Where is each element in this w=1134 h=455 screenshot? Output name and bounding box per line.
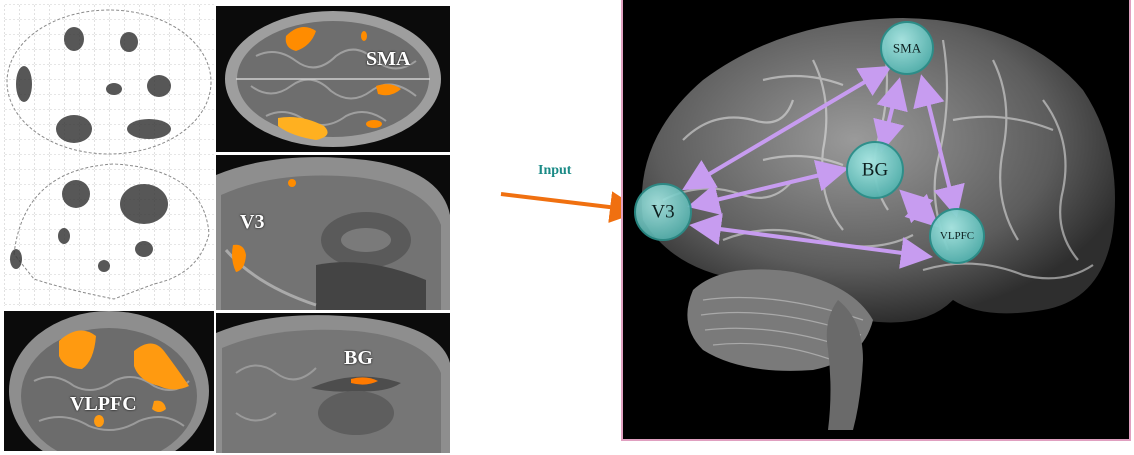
glass-brain-panel bbox=[4, 4, 214, 306]
node-label-v3: V3 bbox=[651, 202, 674, 223]
bg-label: BG bbox=[344, 347, 373, 370]
node-vlpfc: VLPFC bbox=[930, 209, 984, 263]
coronal-mri-graphic bbox=[4, 311, 214, 451]
sagittal-mri-graphic-2 bbox=[216, 313, 450, 453]
axial-mri-panel: SMA bbox=[216, 6, 450, 152]
node-label-sma: SMA bbox=[893, 41, 922, 56]
node-v3: V3 bbox=[635, 184, 691, 240]
brain-network-graphic: SMA BG V3 VLPFC bbox=[623, 0, 1131, 441]
v3-label: V3 bbox=[240, 211, 264, 234]
glass-brain-graphic bbox=[4, 4, 214, 306]
input-label: Input bbox=[538, 163, 571, 179]
node-label-bg: BG bbox=[862, 160, 889, 181]
coronal-mri-panel: VLPFC bbox=[4, 311, 214, 451]
axial-mri-graphic bbox=[216, 6, 450, 152]
vlpfc-label: VLPFC bbox=[70, 393, 137, 416]
node-sma: SMA bbox=[881, 22, 933, 74]
node-bg: BG bbox=[847, 142, 903, 198]
sma-label: SMA bbox=[366, 48, 410, 71]
sagittal-mri-panel-2: BG bbox=[216, 313, 450, 453]
brain-network-frame: SMA BG V3 VLPFC bbox=[621, 0, 1131, 441]
sagittal-mri-panel: V3 bbox=[216, 155, 450, 310]
node-label-vlpfc: VLPFC bbox=[940, 230, 974, 242]
